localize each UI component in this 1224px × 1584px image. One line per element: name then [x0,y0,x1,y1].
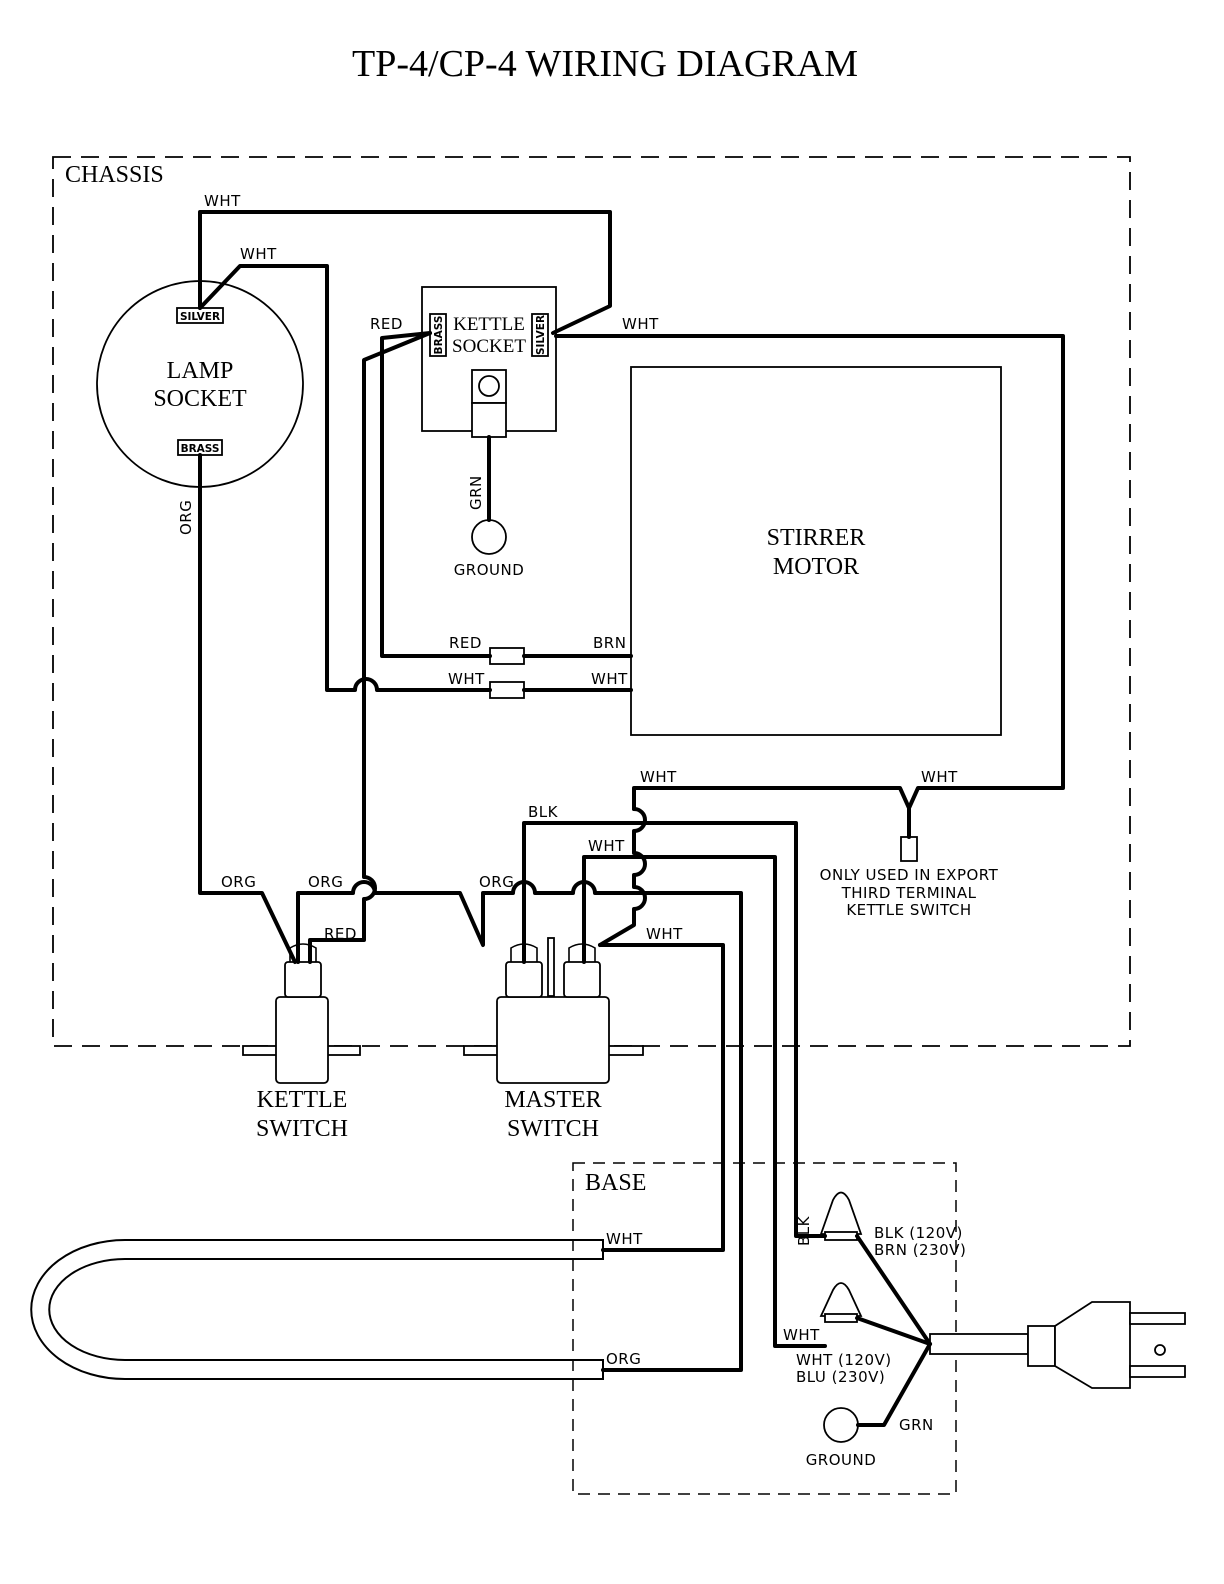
label-grn-2: GRN [899,1416,934,1434]
wire-red-motor [380,331,492,658]
power-plug [929,1301,1186,1389]
lamp-silver-terminal: SILVER [180,311,220,323]
master-switch-label-line1: MASTER [504,1087,601,1113]
base-ground-label: GROUND [806,1451,877,1469]
wires [198,210,1065,1427]
master-switch-label-line2: SWITCH [507,1116,599,1142]
chassis-boundary [52,156,1131,1047]
stirrer-motor: STIRRER MOTOR [630,366,1002,736]
kettle-socket-label-line1: KETTLE [453,314,525,335]
label-wht-4: WHT [448,670,485,688]
label-blk-2: BLK [795,1215,813,1246]
wire-nut-wht [819,1282,863,1323]
lamp-brass-terminal: BRASS [181,443,220,455]
master-switch: MASTER SWITCH [463,937,644,1142]
label-org-2: ORG [221,873,256,891]
export-note-line3: KETTLE SWITCH [846,901,971,919]
label-blu-230: BLU (230V) [796,1368,885,1386]
wire-org-kettle-master [296,880,743,1372]
label-blk-120: BLK (120V) [874,1224,963,1242]
base-ground: GROUND [806,1407,877,1469]
wire-wht-master [582,855,827,1348]
wire-wht-kettle-right [554,334,1065,811]
label-wht-11: WHT [783,1326,820,1344]
kettle-socket-label-line2: SOCKET [452,336,526,357]
chassis-label: CHASSIS [65,162,164,188]
label-org-4: ORG [479,873,514,891]
label-wht-10: WHT [606,1230,643,1248]
label-red-3: RED [324,925,357,943]
kettle-switch: KETTLE SWITCH [242,943,361,1142]
label-blk-1: BLK [528,803,559,821]
diagram-title: TP-4/CP-4 WIRING DIAGRAM [352,43,858,85]
export-note-line1: ONLY USED IN EXPORT [820,866,999,884]
label-red-2: RED [449,634,482,652]
label-wht-7: WHT [921,768,958,786]
kettle-switch-label-line1: KETTLE [257,1087,348,1113]
lamp-socket-label-line1: LAMP [167,358,234,384]
base-label: BASE [585,1170,646,1196]
chassis-ground-label: GROUND [454,561,525,579]
motor-connector-red [489,647,525,665]
label-wht-6: WHT [640,768,677,786]
export-note-line2: THIRD TERMINAL [841,884,977,902]
motor-connector-wht [489,681,525,699]
label-brn-1: BRN [593,634,626,652]
wire-cord-grn [856,1342,932,1427]
label-wht-3: WHT [622,315,659,333]
label-grn-1: GRN [467,475,485,510]
label-org-5: ORG [606,1350,641,1368]
kettle-brass-terminal: BRASS [433,316,445,355]
wire-org-lamp [198,453,297,964]
label-wht-8: WHT [588,837,625,855]
chassis-ground: GROUND [454,519,525,579]
heating-element [30,1239,604,1380]
label-wht-2: WHT [240,245,277,263]
wire-wht-crossover-down [598,807,647,947]
kettle-switch-label-line2: SWITCH [256,1116,348,1142]
wire-wht-lamp-top [198,210,612,335]
label-wht-120: WHT (120V) [796,1351,892,1369]
label-wht-9: WHT [646,925,683,943]
lamp-socket-label-line2: SOCKET [153,386,247,412]
stirrer-motor-label-line2: MOTOR [773,554,859,580]
label-wht-1: WHT [204,192,241,210]
lamp-socket: SILVER BRASS LAMP SOCKET [96,280,304,488]
base-boundary [572,1162,957,1495]
kettle-silver-terminal: SILVER [535,315,547,355]
wire-cord-wht [855,1316,932,1346]
wire-cord-blk [855,1234,932,1346]
wire-wht-element [598,943,725,1252]
label-org-1: ORG [177,500,195,535]
stirrer-motor-label-line1: STIRRER [767,525,866,551]
export-terminal: ONLY USED IN EXPORT THIRD TERMINAL KETTL… [820,836,999,919]
wire-labels: WHT WHT RED WHT ORG GRN RED BRN WHT WHT … [177,192,966,1434]
label-brn-230: BRN (230V) [874,1241,966,1259]
label-wht-5: WHT [591,670,628,688]
kettle-socket: BRASS SILVER KETTLE SOCKET [421,286,557,438]
wire-nut-blk [819,1191,863,1241]
label-red-1: RED [370,315,403,333]
wire-blk-master [522,821,827,1238]
label-org-3: ORG [308,873,343,891]
